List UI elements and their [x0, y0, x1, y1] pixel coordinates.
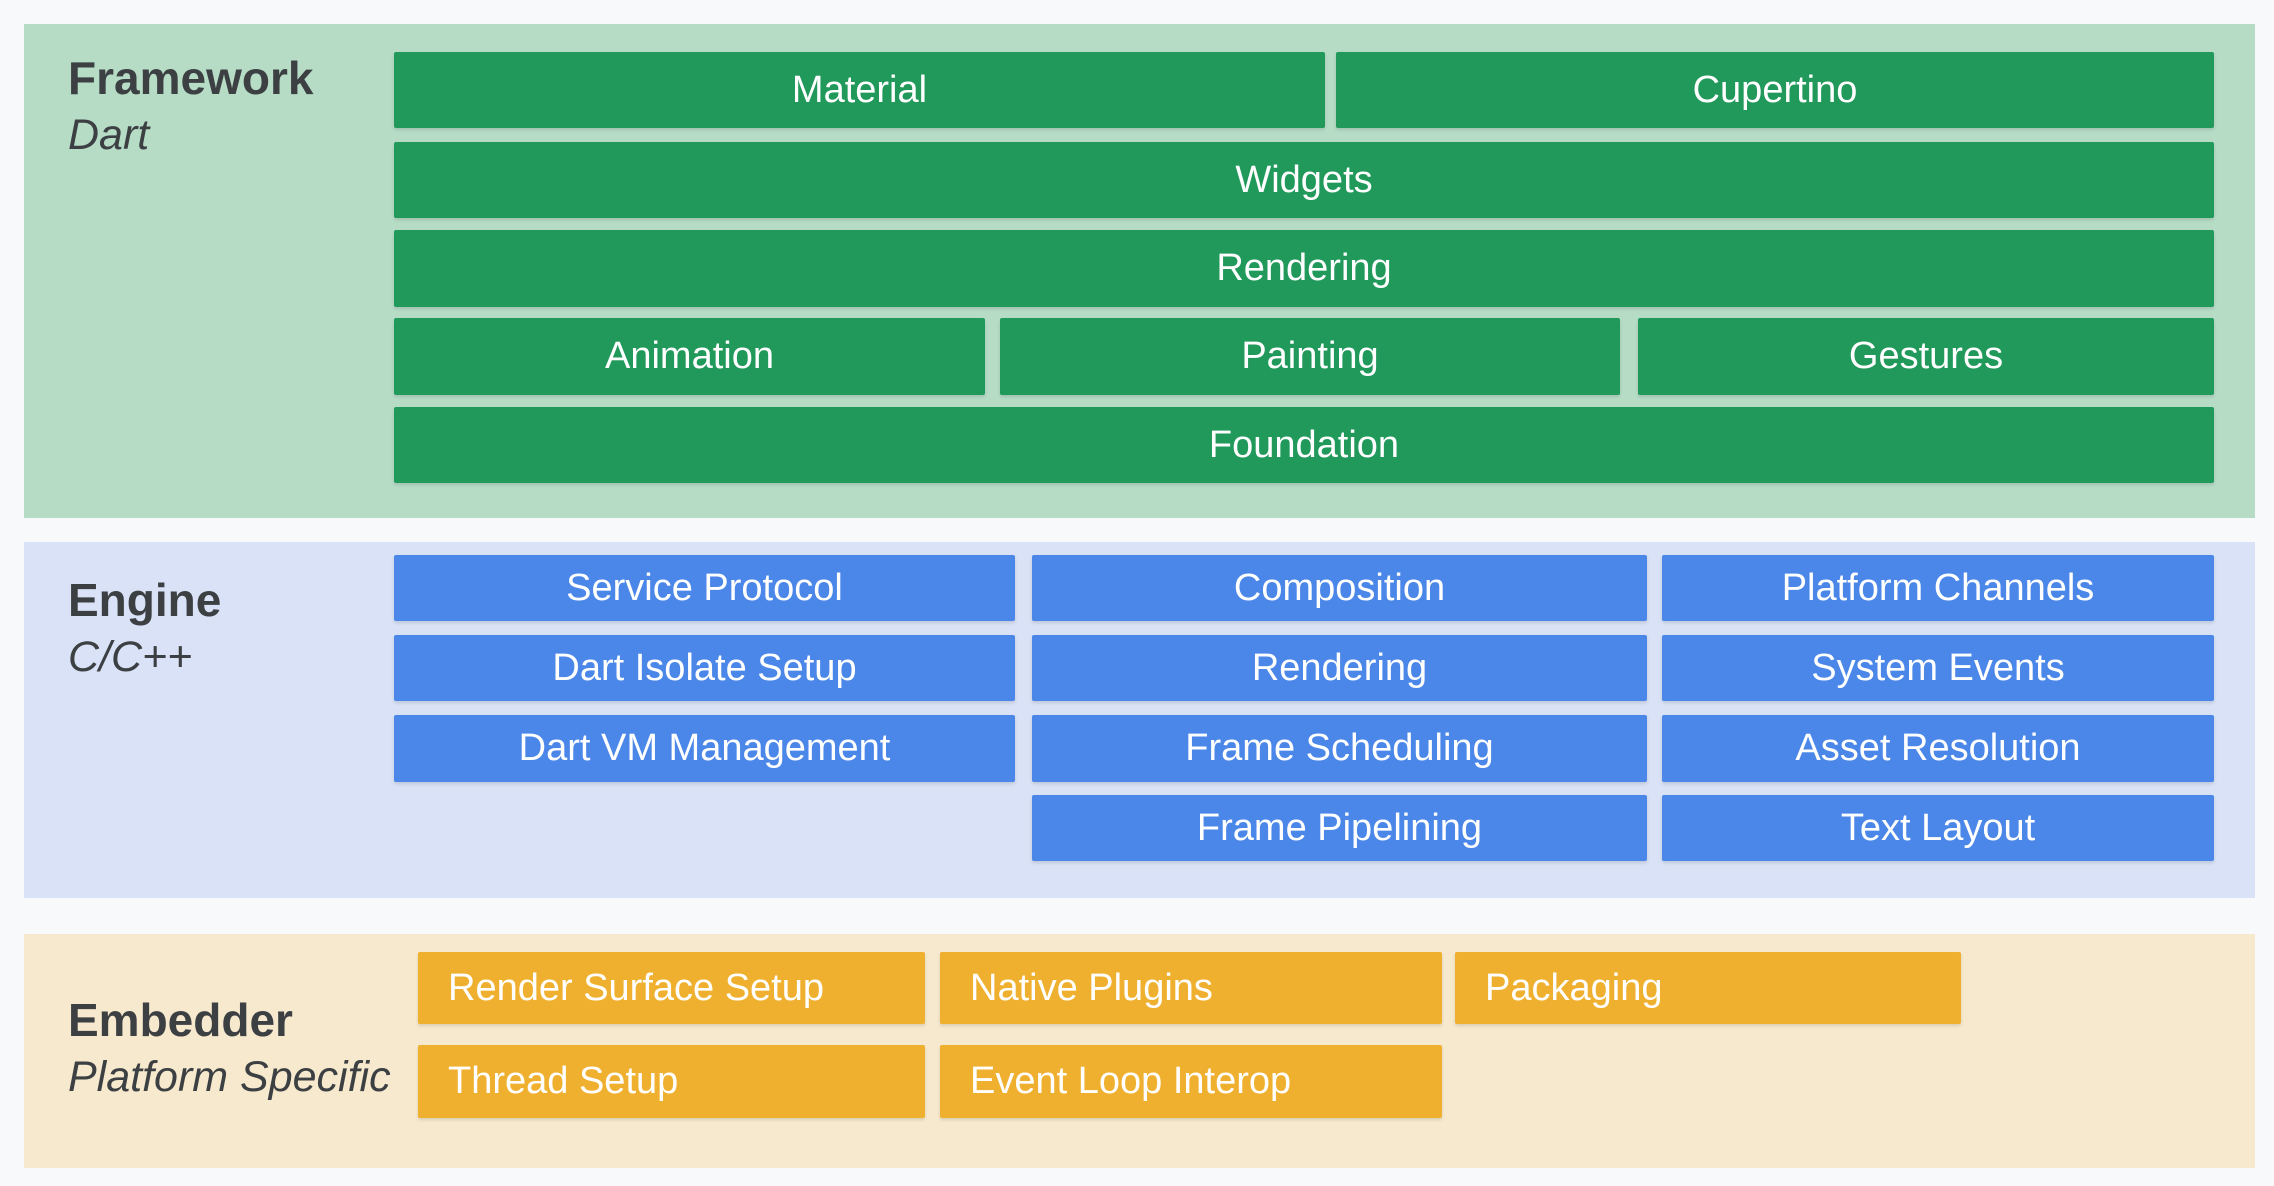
block-frame-scheduling: Frame Scheduling — [1032, 715, 1647, 782]
embedder-subtitle: Platform Specific — [68, 1052, 391, 1101]
block-packaging: Packaging — [1455, 952, 1961, 1024]
block-rendering: Rendering — [394, 230, 2214, 307]
block-asset-resolution: Asset Resolution — [1662, 715, 2214, 782]
block-engine-rendering: Rendering — [1032, 635, 1647, 701]
layer-embedder: Embedder Platform Specific Render Surfac… — [24, 934, 2255, 1168]
block-thread-setup: Thread Setup — [418, 1045, 925, 1118]
block-text-layout: Text Layout — [1662, 795, 2214, 861]
engine-label: Engine C/C++ — [68, 572, 221, 685]
block-material: Material — [394, 52, 1325, 128]
block-render-surface-setup: Render Surface Setup — [418, 952, 925, 1024]
framework-subtitle: Dart — [68, 110, 150, 159]
block-gestures: Gestures — [1638, 318, 2214, 395]
block-dart-isolate-setup: Dart Isolate Setup — [394, 635, 1015, 701]
block-platform-channels: Platform Channels — [1662, 555, 2214, 621]
engine-subtitle: C/C++ — [68, 632, 193, 681]
block-service-protocol: Service Protocol — [394, 555, 1015, 621]
embedder-title: Embedder — [68, 994, 293, 1046]
block-system-events: System Events — [1662, 635, 2214, 701]
block-widgets: Widgets — [394, 142, 2214, 218]
framework-title: Framework — [68, 52, 314, 104]
block-animation: Animation — [394, 318, 985, 395]
block-native-plugins: Native Plugins — [940, 952, 1442, 1024]
block-composition: Composition — [1032, 555, 1647, 621]
layer-framework: Framework Dart Material Cupertino Widget… — [24, 24, 2255, 518]
embedder-label: Embedder Platform Specific — [68, 992, 391, 1105]
block-frame-pipelining: Frame Pipelining — [1032, 795, 1647, 861]
framework-label: Framework Dart — [68, 50, 313, 163]
block-dart-vm-management: Dart VM Management — [394, 715, 1015, 782]
block-event-loop-interop: Event Loop Interop — [940, 1045, 1442, 1118]
block-foundation: Foundation — [394, 407, 2214, 483]
block-painting: Painting — [1000, 318, 1620, 395]
block-cupertino: Cupertino — [1336, 52, 2214, 128]
engine-title: Engine — [68, 574, 222, 626]
layer-engine: Engine C/C++ Service Protocol Dart Isola… — [24, 542, 2255, 898]
